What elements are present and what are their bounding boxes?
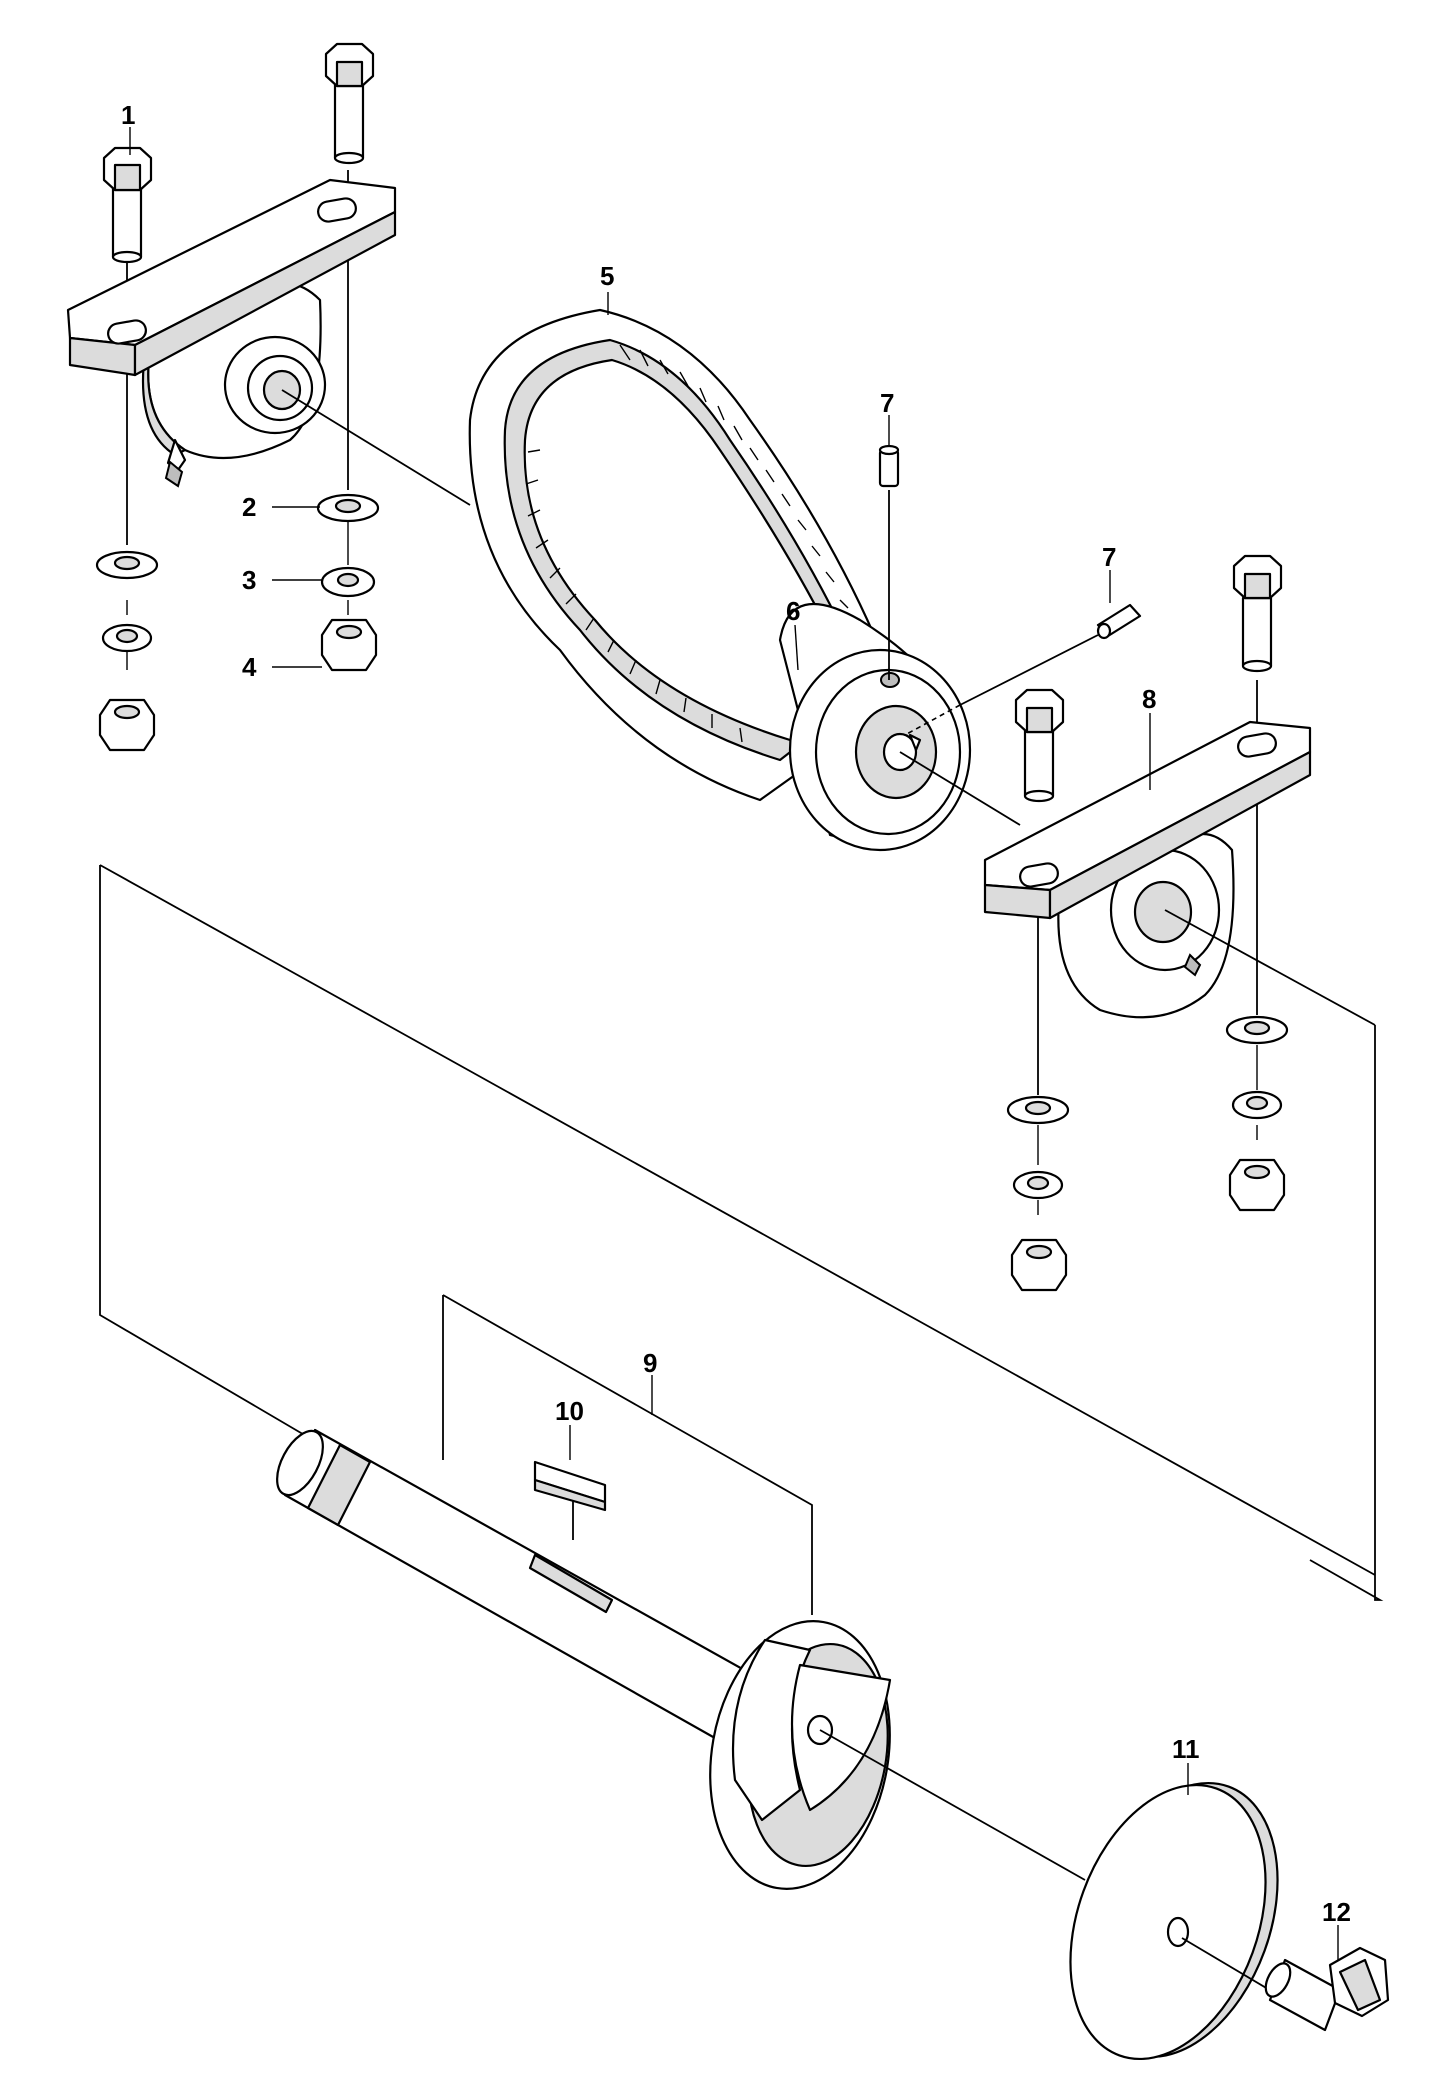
- callout-12: 12: [1322, 1897, 1351, 1927]
- left-bearing-assembly: [66, 42, 397, 752]
- callout-2: 2: [242, 492, 256, 522]
- bolt-long-left: [324, 42, 375, 165]
- leader-lines: [129, 127, 1339, 1960]
- pin-top: [878, 444, 900, 680]
- shaft-assembly: [276, 1294, 892, 1890]
- callout-9: 9: [643, 1348, 657, 1378]
- right-bearing-assembly: [983, 554, 1312, 1292]
- callout-3: 3: [242, 565, 256, 595]
- disc: [1069, 1781, 1279, 2061]
- callout-11: 11: [1172, 1734, 1200, 1764]
- key: [533, 1460, 607, 1512]
- callout-1: 1: [121, 100, 135, 130]
- pulley: [778, 602, 972, 852]
- pin-right: [904, 603, 1142, 736]
- callout-6: 6: [786, 596, 800, 626]
- callout-5: 5: [600, 261, 614, 291]
- bolt-end: [1264, 1946, 1390, 2032]
- callout-4: 4: [242, 652, 257, 682]
- bolt-1: [102, 146, 153, 264]
- callout-8: 8: [1142, 684, 1156, 714]
- callout-7a: 7: [880, 388, 894, 418]
- callout-10: 10: [555, 1396, 584, 1426]
- bolt-right-rear: [1232, 554, 1283, 673]
- bolt-right-front: [1014, 688, 1065, 803]
- callout-labels: 1 2 3 4 5 6 7 7 8 9 10 11 12: [121, 100, 1351, 1927]
- shaft-guide-frame: [99, 864, 1384, 1601]
- callout-7b: 7: [1102, 542, 1116, 572]
